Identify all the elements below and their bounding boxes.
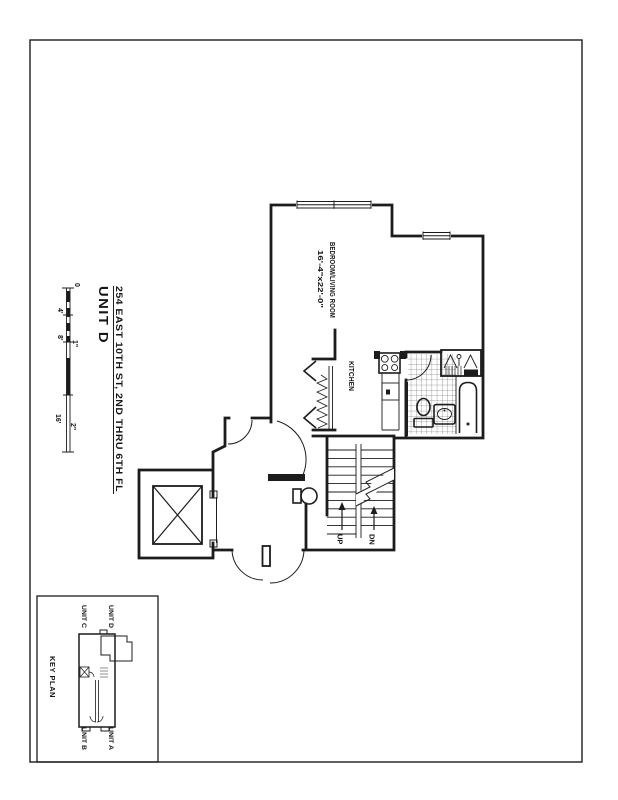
stairs-down-label: DN [368, 534, 377, 545]
stove-burners [380, 354, 399, 372]
key-plan-elevator-x-icon [79, 666, 90, 678]
hall-column [292, 487, 318, 505]
elevator-symbol [152, 485, 218, 548]
bathroom-tile-floor [408, 354, 456, 434]
key-plan-stairs [100, 667, 108, 678]
vestibule-door-mullion [261, 545, 271, 567]
lavatory-basin [437, 408, 452, 420]
key-plan-unit-a-label: UNIT A [107, 727, 114, 750]
toilet-tank [413, 417, 434, 428]
scale-bar-fills [66, 291, 70, 395]
title-block: UNIT D 254 EAST 10TH ST, 2ND THRU 6TH FL [96, 286, 124, 494]
stair-break-mask [356, 468, 394, 506]
key-plan-door-swings [88, 671, 104, 723]
key-plan-box [36, 595, 159, 763]
lavatory-faucet-icon [443, 409, 446, 412]
scale-one-inch-label: 1" [71, 340, 78, 347]
key-plan-entry-step [100, 726, 110, 732]
scale-zero-label: 0 [73, 283, 80, 287]
vestibule-right-door-swing [269, 548, 305, 584]
door-swings [227, 354, 432, 584]
column-circle [300, 487, 318, 505]
elevator-door-jamb [209, 539, 218, 548]
key-plan: KEY PLAN UNIT C UNIT D UNIT B UNIT A [36, 595, 159, 763]
key-plan-building-outline [78, 633, 116, 728]
solid-wall-fills [268, 351, 408, 481]
rod-end-icon [456, 354, 462, 359]
down-arrowhead-icon [370, 506, 378, 514]
key-plan-roof-notch [99, 629, 108, 635]
elevator-cab [152, 485, 203, 545]
bathroom-fixtures [413, 349, 482, 434]
hanging-clothes-icon [443, 353, 478, 369]
kitchen-sink-symbol [381, 382, 400, 401]
key-plan-entry-step [81, 726, 91, 732]
hall-door-swing [227, 419, 253, 445]
kitchen-fixtures [378, 352, 401, 431]
sink-faucet-icon [386, 389, 390, 395]
apartment-entry-door-swing [276, 420, 307, 478]
toilet-symbol [416, 397, 431, 417]
stairs-up-label: UP [336, 534, 345, 544]
scale-four-feet-label: 4' [56, 308, 63, 314]
scale-two-inch-label: 2" [69, 423, 76, 430]
sheet-border [29, 39, 583, 763]
kitchen-label: KITCHEN [347, 361, 354, 391]
address-line: 254 EAST 10TH ST, 2ND THRU 6TH FL [114, 286, 124, 492]
key-plan-unit-d-label: UNIT D [107, 605, 114, 628]
stair-symbol: UP DN [327, 444, 395, 545]
closet-hangers-zigzag [316, 374, 328, 429]
key-plan-corridor [95, 680, 99, 722]
bedroom-living-label: BEDROOM/LIVING ROOM [328, 242, 335, 318]
window-glazing [296, 200, 372, 209]
scale-eight-feet-label: 8' [56, 335, 63, 341]
elevator-door-jamb [209, 490, 218, 499]
stair-break-line [355, 467, 395, 507]
column-base [292, 488, 302, 504]
stove-symbol [378, 352, 401, 374]
closet-symbol [302, 360, 333, 430]
tub-alcove-line [455, 375, 481, 434]
closet-shelf-fill [464, 369, 478, 376]
closet-rod [328, 366, 333, 430]
hanging-clothes-lines [445, 366, 462, 375]
key-plan-title: KEY PLAN [48, 656, 57, 698]
bifold-doors [302, 360, 317, 429]
scale-bar: 0 4' 8' 1" 16' 2" [54, 283, 80, 453]
apartment-plan: UP DN [137, 200, 485, 584]
key-plan-unit-d-hatched [100, 635, 133, 662]
windows [296, 200, 451, 241]
bathroom-door-swing [405, 354, 432, 381]
key-plan-unit-c-label: UNIT C [80, 605, 87, 628]
tub-drain-icon [466, 422, 470, 426]
lavatory-symbol [433, 403, 456, 425]
elevator-x-icon [152, 485, 203, 545]
bedroom-living-dimensions: 16'-4"x22'-0" [316, 250, 323, 308]
window-glazing [422, 231, 451, 240]
vestibule-left-door-swing [231, 548, 264, 581]
scale-sixteen-feet-label: 16' [54, 414, 61, 424]
up-arrowhead-icon [338, 502, 346, 510]
bathtub-symbol [458, 381, 478, 433]
key-plan-unit-b-label: UNIT B [80, 727, 87, 750]
kitchen-counter [381, 373, 400, 431]
unit-title: UNIT D [96, 286, 110, 344]
